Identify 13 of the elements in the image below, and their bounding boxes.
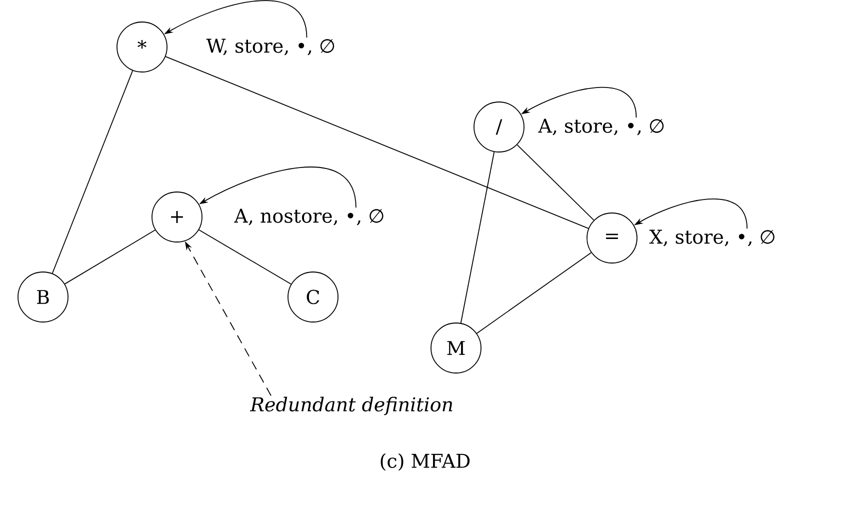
tree-line	[64, 230, 156, 284]
tree-line	[460, 152, 495, 324]
attribute-label: W, store, •, ∅	[206, 38, 334, 56]
tree-line	[198, 229, 292, 285]
attribute-label: A, nostore, •, ∅	[234, 208, 384, 226]
annotation-text: Redundant definition	[250, 396, 452, 416]
tree-line	[476, 252, 592, 334]
tree-line	[165, 56, 589, 229]
tree-line	[516, 144, 594, 221]
caption: (c) MFAD	[380, 453, 470, 471]
tree-line	[52, 70, 134, 274]
attribute-label: A, store, •, ∅	[538, 118, 664, 136]
attribute-label: X, store, •, ∅	[649, 230, 774, 246]
